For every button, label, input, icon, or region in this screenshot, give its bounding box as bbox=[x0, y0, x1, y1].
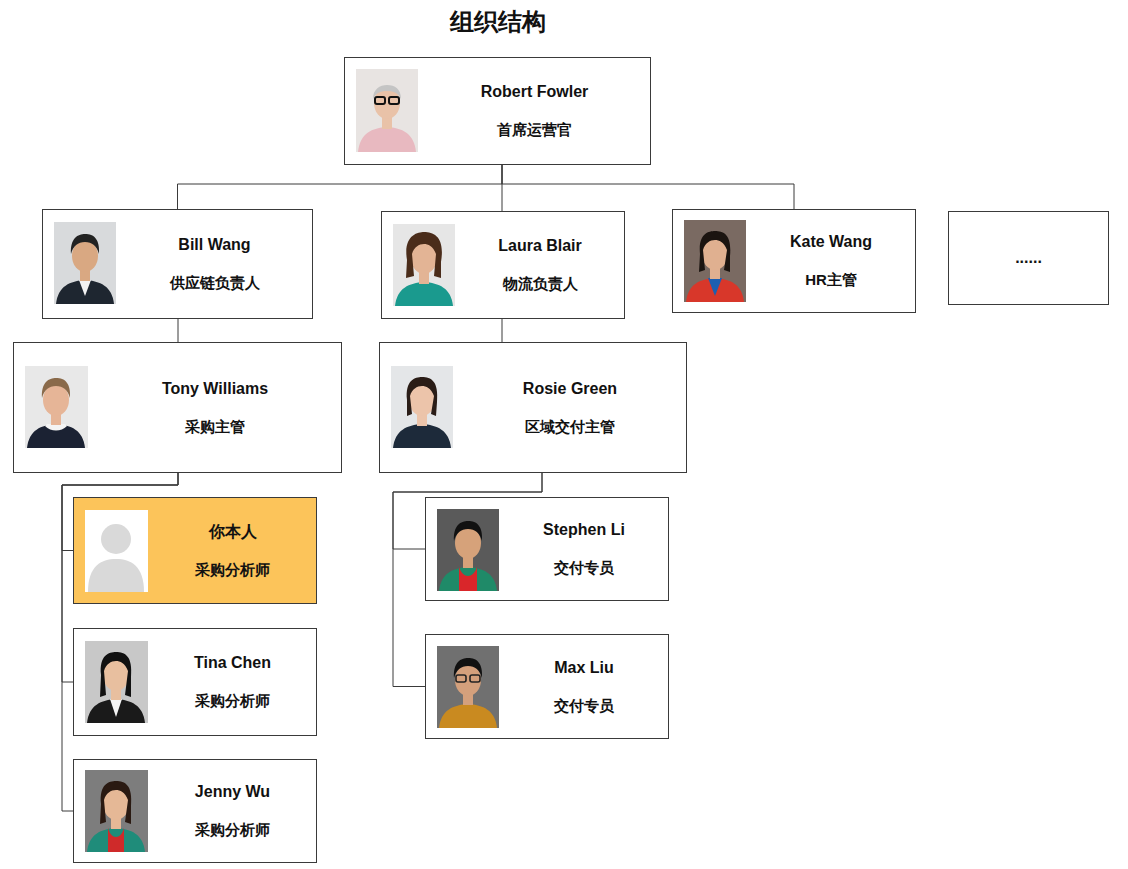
card-text-area: Stephen Li 交付专员 bbox=[500, 498, 668, 600]
photo-tony bbox=[25, 366, 88, 448]
person-card: 你本人采购分析师 bbox=[73, 497, 317, 604]
job-title: 交付专员 bbox=[554, 558, 614, 578]
person-card: Tina Chen 采购分析师 bbox=[73, 628, 317, 736]
chart-title: 组织结构 bbox=[348, 6, 648, 38]
person-name: Max Liu bbox=[554, 658, 614, 678]
photo-jenny bbox=[85, 770, 148, 852]
reporting-line bbox=[62, 473, 178, 811]
person-card: Rosie Green 区域交付主管 bbox=[379, 342, 687, 473]
card-text-area: Kate WangHR主管 bbox=[747, 210, 915, 312]
card-text-area: Jenny Wu 采购分析师 bbox=[149, 760, 316, 862]
job-title: 交付专员 bbox=[554, 696, 614, 716]
person-name: Stephen Li bbox=[543, 520, 625, 540]
card-text-area: Rosie Green 区域交付主管 bbox=[454, 343, 686, 472]
job-title: 物流负责人 bbox=[503, 274, 578, 294]
card-text-area: Tina Chen 采购分析师 bbox=[149, 629, 316, 735]
reporting-line bbox=[393, 473, 542, 549]
reporting-line bbox=[502, 319, 503, 342]
person-card: Tony Williams 采购主管 bbox=[13, 342, 342, 473]
card-text-area: Tony Williams 采购主管 bbox=[89, 343, 341, 472]
job-title: 采购分析师 bbox=[195, 820, 270, 840]
person-card: Jenny Wu 采购分析师 bbox=[73, 759, 317, 863]
person-name: Bill Wang bbox=[178, 235, 250, 255]
placeholder-card: ...... bbox=[948, 211, 1109, 305]
job-title: 首席运营官 bbox=[497, 120, 572, 140]
job-title: 供应链负责人 bbox=[170, 273, 260, 293]
reporting-line bbox=[502, 165, 794, 209]
person-name: Rosie Green bbox=[523, 379, 617, 399]
photo-tina bbox=[85, 641, 148, 723]
highlight-fill bbox=[73, 497, 317, 604]
job-title: HR主管 bbox=[805, 270, 857, 290]
card-text-area: Robert Fowler 首席运营官 bbox=[419, 58, 650, 164]
photo-rosie bbox=[391, 366, 453, 448]
photo-bill bbox=[54, 222, 116, 304]
reporting-line bbox=[62, 473, 178, 682]
photo-max bbox=[437, 646, 499, 728]
person-card: Kate WangHR主管 bbox=[672, 209, 916, 313]
photo-robert bbox=[356, 69, 418, 152]
ellipsis-text: ...... bbox=[1015, 248, 1042, 268]
person-name: Tony Williams bbox=[162, 379, 268, 399]
person-card: Stephen Li 交付专员 bbox=[425, 497, 669, 601]
person-card: Bill Wang 供应链负责人 bbox=[42, 209, 313, 319]
job-title: 采购主管 bbox=[185, 417, 245, 437]
photo-kate bbox=[684, 220, 746, 302]
person-card: Laura Blair 物流负责人 bbox=[381, 211, 625, 319]
person-name: Robert Fowler bbox=[481, 82, 589, 102]
photo-placeholder bbox=[85, 510, 148, 592]
person-card: Max Liu 交付专员 bbox=[425, 634, 669, 739]
person-name: Laura Blair bbox=[498, 236, 582, 256]
person-name: Jenny Wu bbox=[195, 782, 270, 802]
job-title: 采购分析师 bbox=[195, 691, 270, 711]
photo-stephen bbox=[437, 509, 499, 591]
job-title: 采购分析师 bbox=[195, 560, 270, 580]
person-card: Robert Fowler 首席运营官 bbox=[344, 57, 651, 165]
card-text-area: 你本人采购分析师 bbox=[149, 498, 316, 603]
reporting-line bbox=[178, 319, 179, 342]
person-name: 你本人 bbox=[209, 522, 257, 542]
card-text-area: Max Liu 交付专员 bbox=[500, 635, 668, 738]
person-name: Kate Wang bbox=[790, 232, 872, 252]
person-name: Tina Chen bbox=[194, 653, 271, 673]
reporting-line bbox=[178, 165, 503, 209]
photo-laura bbox=[393, 224, 455, 306]
card-text-area: Bill Wang 供应链负责人 bbox=[117, 210, 312, 318]
reporting-line bbox=[393, 473, 542, 687]
card-text-area: Laura Blair 物流负责人 bbox=[456, 212, 624, 318]
card-text-area: ...... bbox=[949, 212, 1108, 304]
job-title: 区域交付主管 bbox=[525, 417, 615, 437]
